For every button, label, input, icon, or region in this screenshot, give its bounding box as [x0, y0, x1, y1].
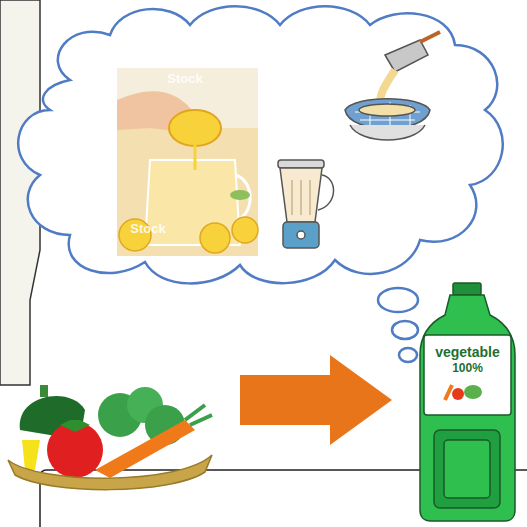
strainer-icon: [345, 32, 440, 140]
watermark: Stock: [118, 222, 178, 236]
lemon-picture: [117, 68, 258, 256]
thought-cloud: [18, 6, 503, 362]
watermark: Stock: [150, 72, 220, 86]
vegetable-basket: [8, 385, 212, 490]
process-arrow: [240, 355, 392, 445]
juice-bottle: [420, 283, 515, 521]
blender-icon: [278, 160, 334, 248]
bottle-label: 100%: [424, 362, 511, 375]
bottle-label: vegetable: [424, 345, 511, 360]
